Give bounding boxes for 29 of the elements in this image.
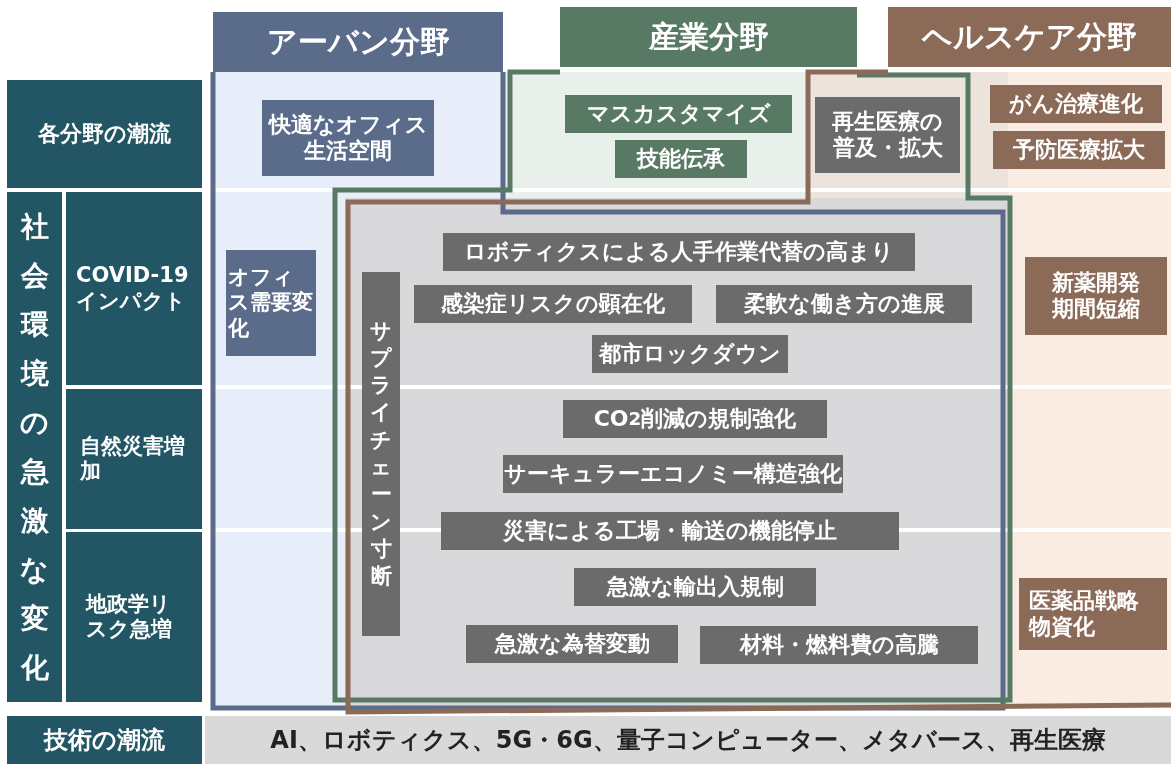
trend-box: 急激な輸出入規制: [574, 568, 816, 606]
technology-bar: AI、ロボティクス、5G・6G、量子コンピューター、メタバース、再生医療: [205, 716, 1171, 764]
field-header: アーバン分野: [213, 12, 503, 72]
trend-box: サプライチェーン寸断: [362, 272, 400, 636]
trend-box: 快適なオフィス生活空間: [262, 100, 434, 176]
trend-box: 都市ロックダウン: [592, 335, 788, 373]
trend-box: 災害による工場・輸送の機能停止: [441, 512, 899, 550]
trend-box: 材料・燃料費の高騰: [700, 626, 978, 664]
trend-box: 再生医療の普及・拡大: [815, 97, 960, 173]
trend-box: サーキュラーエコノミー構造強化: [503, 455, 843, 493]
trend-box: 感染症リスクの顕在化: [414, 285, 692, 323]
row-header: 社会環境の急激な変化: [7, 192, 62, 702]
row-header: 地政学リスク急増: [66, 532, 202, 702]
row-header: COVID-19インパクト: [66, 192, 202, 385]
field-header: 産業分野: [560, 7, 857, 67]
row-header: 各分野の潮流: [7, 80, 202, 188]
trend-box: オフィス需要変化: [226, 250, 316, 356]
trend-box: 予防医療拡大: [993, 131, 1165, 169]
trend-box: ロボティクスによる人手作業代替の高まり: [443, 233, 915, 271]
trend-box: 技能伝承: [615, 140, 747, 178]
trend-box: マスカスタマイズ: [565, 95, 792, 133]
row-header: 自然災害増加: [66, 389, 202, 529]
trend-box: 急激な為替変動: [466, 625, 678, 663]
row-header: 技術の潮流: [7, 716, 202, 764]
trend-box: 新薬開発期間短縮: [1025, 257, 1167, 335]
field-header: ヘルスケア分野: [888, 7, 1171, 67]
trend-box: 柔軟な働き方の進展: [716, 285, 972, 323]
trend-box: がん治療進化: [990, 85, 1162, 123]
trend-box: 医薬品戦略物資化: [1019, 578, 1167, 650]
